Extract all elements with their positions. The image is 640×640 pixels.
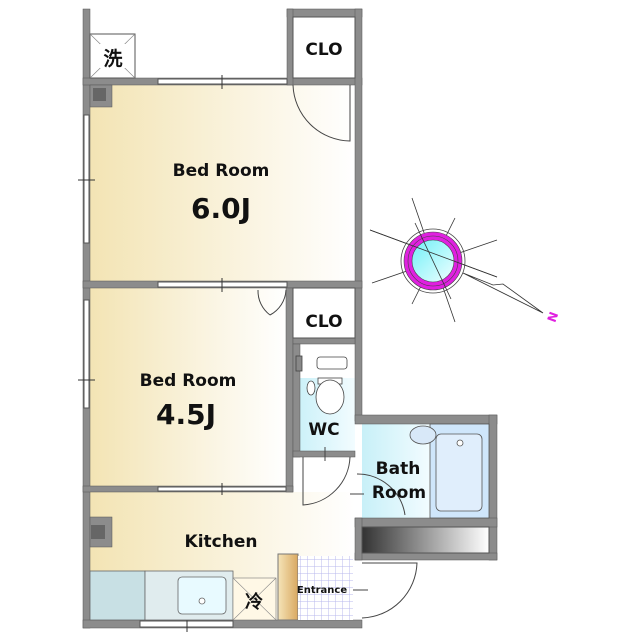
closet-middle: [292, 287, 356, 339]
bedroom-small-size: 4.5J: [156, 398, 216, 431]
pillar-duct: [93, 88, 106, 101]
doors: [257, 84, 418, 619]
toilet: [295, 355, 348, 415]
bath-label-line2: Room: [372, 483, 426, 503]
fridge-space: 冷: [232, 577, 277, 621]
bath-mirror-bar: [361, 526, 490, 554]
fridge-label: 冷: [245, 591, 263, 613]
windows: [78, 75, 288, 632]
laundry-space: 洗: [89, 33, 136, 79]
entrance-floor: [298, 556, 353, 620]
bathtub: [409, 423, 490, 519]
bedroom-small-floor: [90, 288, 286, 486]
compass-north-label: N: [545, 310, 562, 324]
bedroom-small-label: Bed Room: [140, 371, 237, 391]
laundry-label: 洗: [103, 47, 122, 70]
entrance-label: Entrance: [297, 585, 347, 596]
kitchen-counter: [89, 570, 234, 621]
closet-middle-label: CLO: [305, 312, 342, 332]
bedroom-large-floor: [90, 85, 355, 281]
bedroom-large-size: 6.0J: [191, 192, 251, 225]
closet-top: [292, 16, 356, 79]
kitchen-label: Kitchen: [185, 532, 258, 552]
pillar-duct: [91, 525, 105, 539]
wc-label: WC: [308, 420, 339, 440]
bedroom-large-label: Bed Room: [173, 161, 270, 181]
closet-top-label: CLO: [305, 40, 342, 60]
shoe-cabinet: [277, 553, 299, 621]
bath-label-line1: Bath: [376, 459, 421, 479]
compass-icon: N: [369, 197, 562, 324]
